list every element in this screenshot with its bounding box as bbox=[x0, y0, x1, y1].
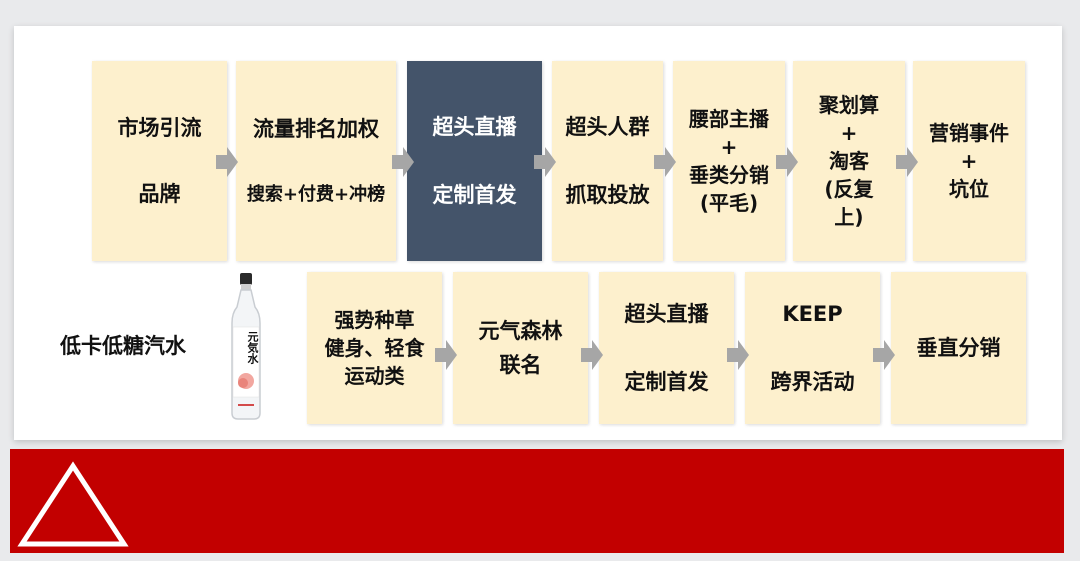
step-text: 超头直播 bbox=[432, 115, 517, 139]
step-top-livestream-2: 超头直播 定制首发 bbox=[599, 272, 734, 424]
step-text: (反复 bbox=[824, 177, 874, 201]
arrow-right-icon bbox=[654, 147, 676, 177]
step-text: 腰部主播 bbox=[689, 107, 769, 131]
step-text: + bbox=[840, 121, 858, 145]
step-co-branding: 元气森林 联名 bbox=[453, 272, 588, 424]
step-text: 聚划算 bbox=[819, 93, 879, 117]
triangle-outline-icon bbox=[17, 461, 129, 547]
arrow-right-icon bbox=[776, 147, 798, 177]
step-marketing-events: 营销事件 + 坑位 bbox=[913, 61, 1025, 261]
arrow-right-icon bbox=[392, 147, 414, 177]
step-top-livestream: 超头直播 定制首发 bbox=[407, 61, 542, 261]
step-juhuasuan: 聚划算 + 淘客 (反复 上) bbox=[793, 61, 905, 261]
arrow-right-icon bbox=[896, 147, 918, 177]
step-text: + bbox=[960, 149, 978, 173]
step-text: 健身、轻食 bbox=[324, 336, 425, 360]
step-mid-tier-anchors: 腰部主播 + 垂类分销 (平毛) bbox=[673, 61, 785, 261]
step-text: 搜索+付费+冲榜 bbox=[246, 184, 386, 205]
step-text: (平毛) bbox=[699, 191, 759, 215]
arrow-right-icon bbox=[216, 147, 238, 177]
soda-bottle-icon bbox=[231, 273, 261, 420]
arrow-right-icon bbox=[534, 147, 556, 177]
step-text: 上) bbox=[834, 205, 864, 229]
step-text: 定制首发 bbox=[624, 370, 709, 394]
product-label: 低卡低糖汽水 bbox=[60, 334, 186, 358]
arrow-right-icon bbox=[873, 340, 895, 370]
step-text: 坑位 bbox=[949, 177, 989, 201]
arrow-right-icon bbox=[435, 340, 457, 370]
step-text: 超头人群 bbox=[565, 115, 650, 139]
bottle-brand-text: 元気水 bbox=[246, 331, 259, 364]
step-vertical-distribution: 垂直分销 bbox=[891, 272, 1026, 424]
step-seeding-content: 强势种草 健身、轻食 运动类 bbox=[307, 272, 442, 424]
step-text: 垂类分销 bbox=[689, 163, 769, 187]
step-text: 联名 bbox=[499, 353, 542, 377]
step-text: 营销事件 bbox=[929, 121, 1009, 145]
step-text: 强势种草 bbox=[334, 308, 415, 332]
step-keep-crossover: KEEP 跨界活动 bbox=[745, 272, 880, 424]
step-text: 市场引流 bbox=[117, 116, 202, 140]
step-audience-targeting: 超头人群 抓取投放 bbox=[552, 61, 663, 261]
step-text: 超头直播 bbox=[624, 302, 709, 326]
step-text: KEEP bbox=[782, 302, 843, 326]
step-text: 淘客 bbox=[829, 149, 869, 173]
step-text: 品牌 bbox=[138, 182, 181, 206]
step-text: 流量排名加权 bbox=[253, 117, 379, 141]
step-text: + bbox=[720, 135, 738, 159]
step-text: 抓取投放 bbox=[565, 183, 650, 207]
step-text: 元气森林 bbox=[478, 319, 563, 343]
arrow-right-icon bbox=[581, 340, 603, 370]
step-traffic-ranking: 流量排名加权 搜索+付费+冲榜 bbox=[236, 61, 396, 261]
arrow-right-icon bbox=[727, 340, 749, 370]
red-banner bbox=[10, 449, 1064, 553]
step-market-traffic: 市场引流 品牌 bbox=[92, 61, 227, 261]
step-text: 运动类 bbox=[344, 364, 405, 388]
step-text: 跨界活动 bbox=[770, 370, 855, 394]
step-text: 垂直分销 bbox=[916, 336, 1001, 360]
step-text: 定制首发 bbox=[432, 183, 517, 207]
